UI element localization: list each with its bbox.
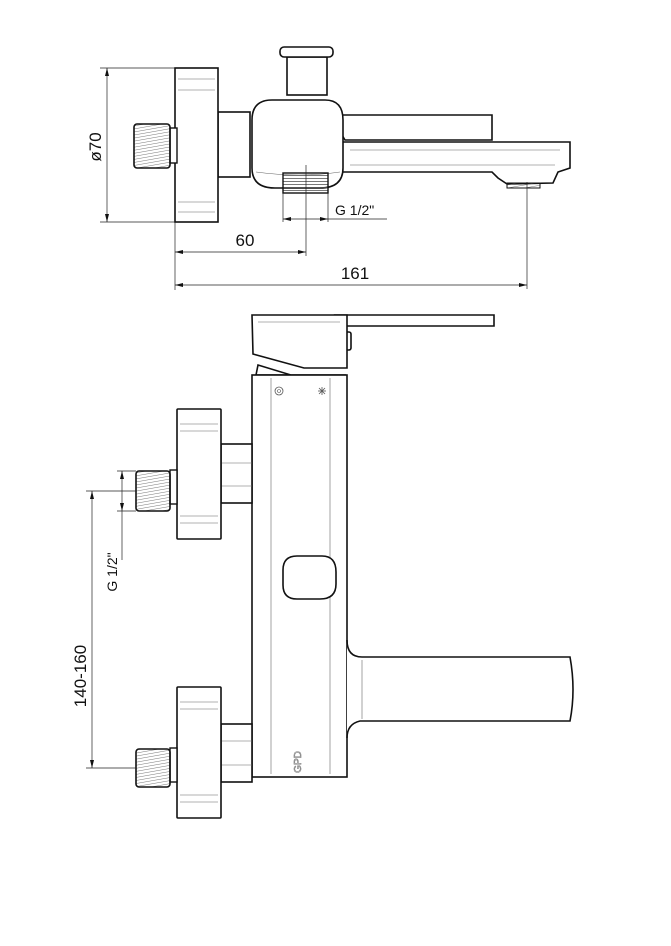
length-label: 161 [341,264,369,283]
dimension-thread-front: G 1/2" [104,470,136,592]
dimension-diameter: ø70 [86,67,175,223]
upper-wall-connection [135,408,253,540]
hot-water-icon [274,386,284,396]
upper-thread-nipple [135,470,171,512]
top-view: ø70 G 1/2" 60 161 [86,46,571,290]
front-view: GPD G 1/2" [71,314,574,819]
diameter-label: ø70 [86,132,105,161]
wall-connector [217,111,251,178]
diverter-knob [279,46,334,58]
spout-top-plate [328,114,493,141]
brand-logo: GPD [293,751,304,773]
lower-thread-nipple [135,748,171,788]
thread-label-front: G 1/2" [104,552,120,591]
diverter-body [251,99,344,189]
dimension-offset: 60 [174,165,307,290]
shower-outlet-thread [282,172,329,194]
dimension-length: 161 [175,182,528,289]
dimension-thread-top: G 1/2" [282,193,387,222]
diverter-window [282,555,337,600]
diverter-stem [286,56,328,96]
spacing-label: 140-160 [71,645,90,707]
front-spout [346,639,574,739]
thread-nipple [133,123,171,169]
wall-rosette [174,67,219,223]
mixer-handle [251,314,348,369]
lower-wall-connection [135,686,253,819]
dimension-spacing: 140-160 [71,490,136,769]
offset-label: 60 [236,231,255,250]
cold-water-icon [318,387,326,395]
aerator [506,182,541,189]
spout [334,141,571,185]
mixer-lever [333,314,495,327]
thread-label-top: G 1/2" [335,202,374,218]
